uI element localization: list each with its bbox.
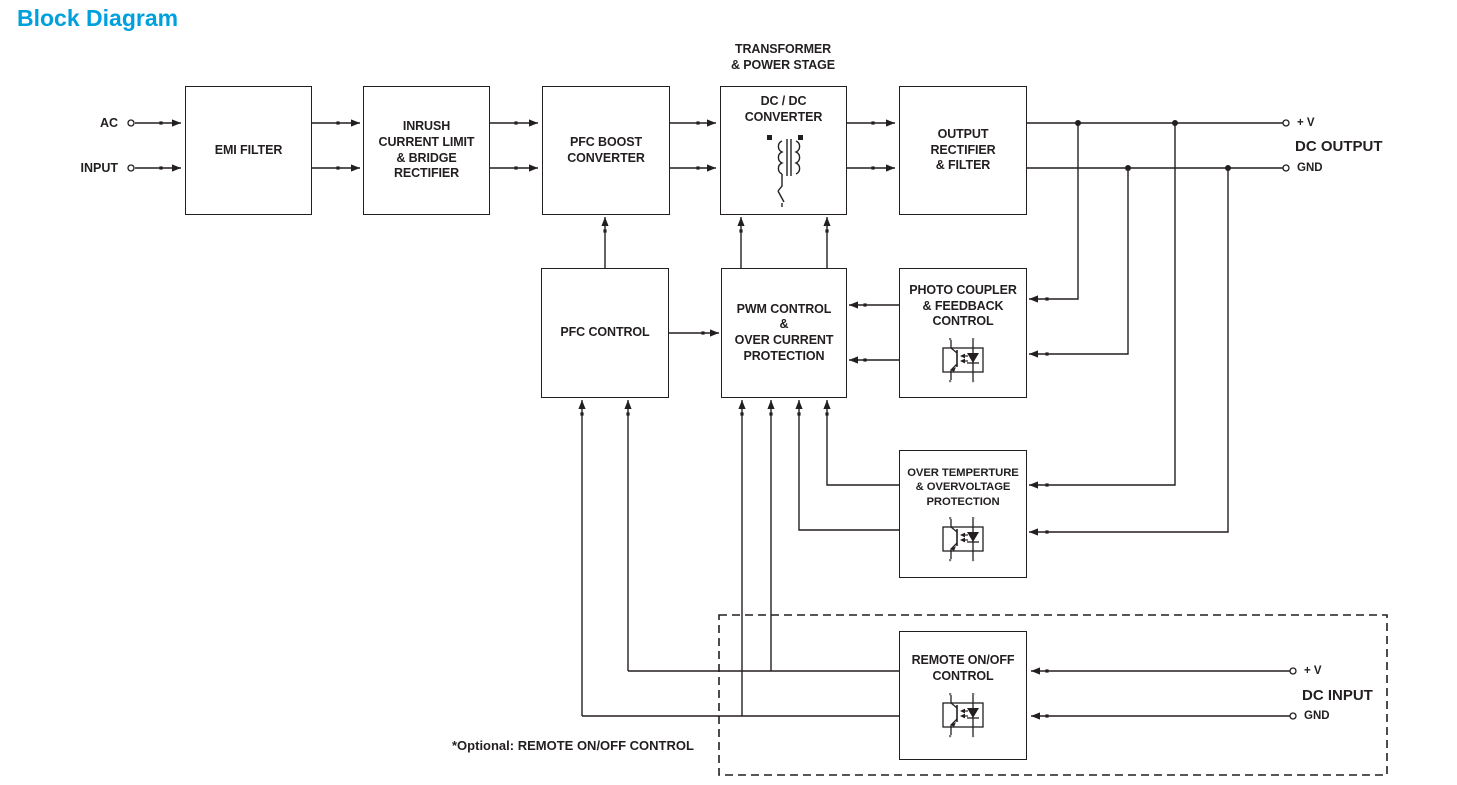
block-label: REMOTE ON/OFF CONTROL	[911, 653, 1015, 683]
optocoupler-icon	[942, 338, 984, 383]
block-dc-dc-converter: DC / DC CONVERTER	[720, 86, 847, 215]
dc-input-title: DC INPUT	[1302, 687, 1373, 704]
block-pfc-control: PFC CONTROL	[541, 268, 669, 398]
optional-remote-note: *Optional: REMOTE ON/OFF CONTROL	[452, 738, 694, 753]
block-remote-on-off-control: REMOTE ON/OFF CONTROL	[899, 631, 1027, 760]
block-over-temp-overvoltage-protection: OVER TEMPERTURE & OVERVOLTAGE PROTECTION	[899, 450, 1027, 578]
block-inrush-current-limit: INRUSH CURRENT LIMIT & BRIDGE RECTIFIER	[363, 86, 490, 215]
block-pfc-boost-converter: PFC BOOST CONVERTER	[542, 86, 670, 215]
ac-input-label-line2: INPUT	[80, 161, 119, 175]
dc-output-plus-v-label: + V	[1297, 117, 1315, 129]
optocoupler-icon	[942, 692, 984, 737]
dc-output-gnd-label: GND	[1297, 162, 1323, 174]
block-label: OUTPUT RECTIFIER & FILTER	[930, 126, 996, 173]
block-label: PHOTO COUPLER & FEEDBACK CONTROL	[909, 282, 1017, 329]
page-title: Block Diagram	[17, 5, 179, 31]
block-emi-filter: EMI FILTER	[185, 86, 312, 215]
ac-input-label-line1: AC	[99, 116, 118, 130]
block-output-rectifier-filter: OUTPUT RECTIFIER & FILTER	[899, 86, 1027, 215]
block-label: PWM CONTROL & OVER CURRENT PROTECTION	[734, 301, 834, 363]
block-label: EMI FILTER	[214, 142, 283, 157]
block-label: DC / DC CONVERTER	[744, 94, 823, 124]
dc-input-plus-v-label: + V	[1304, 665, 1322, 677]
block-label: PFC CONTROL	[560, 325, 650, 340]
block-label: PFC BOOST CONVERTER	[567, 134, 645, 165]
block-photo-coupler-feedback: PHOTO COUPLER & FEEDBACK CONTROL	[899, 268, 1027, 398]
dc-input-gnd-label: GND	[1304, 710, 1330, 722]
block-label: INRUSH CURRENT LIMIT & BRIDGE RECTIFIER	[378, 119, 475, 181]
block-label: OVER TEMPERTURE & OVERVOLTAGE PROTECTION	[907, 467, 1019, 508]
optocoupler-icon	[942, 516, 984, 562]
transformer-power-stage-label: TRANSFORMER & POWER STAGE	[730, 42, 836, 73]
transformer-icon	[766, 134, 803, 207]
block-pwm-control: PWM CONTROL & OVER CURRENT PROTECTION	[721, 268, 847, 398]
dc-output-title: DC OUTPUT	[1295, 138, 1383, 155]
